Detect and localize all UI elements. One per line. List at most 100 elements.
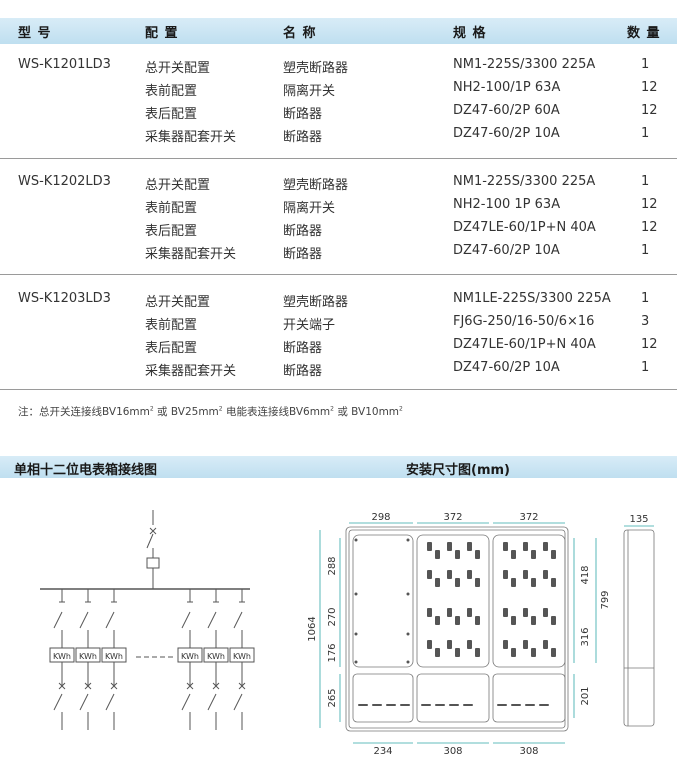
spec-cell: NH2-100/1P 63A [453, 80, 561, 95]
kwh-meter-label: KWh [181, 652, 199, 661]
kwh-meter-label: KWh [233, 652, 251, 661]
table-row: 采集器配套开关 断路器 DZ47-60/2P 10A 1 [0, 126, 677, 149]
model-cell: WS-K1203LD3 [18, 291, 111, 306]
dim-left-176: 176 [327, 643, 338, 662]
mounting-slot [455, 550, 460, 559]
table-row: WS-K1201LD3 总开关配置 塑壳断路器 NM1-225S/3300 22… [0, 57, 677, 80]
mounting-slot [400, 704, 410, 706]
model-cell: WS-K1201LD3 [18, 57, 111, 72]
kwh-meter-label: KWh [207, 652, 225, 661]
mounting-slot [435, 550, 440, 559]
spec-cell: DZ47LE-60/1P+N 40A [453, 337, 596, 352]
header-model: 型 号 [18, 26, 52, 41]
dims-title: 安装尺寸图(mm) [406, 463, 510, 478]
qty-cell: 12 [641, 80, 658, 95]
mounting-slot [467, 640, 472, 649]
mounting-slot [421, 704, 431, 706]
mounting-slot [447, 570, 452, 579]
qty-cell: 1 [641, 174, 650, 189]
dim-top-372b: 372 [519, 512, 538, 523]
mounting-slot [503, 542, 508, 551]
mounting-slot [523, 570, 528, 579]
mounting-slot [503, 570, 508, 579]
config-cell: 总开关配置 [145, 61, 211, 76]
spec-cell: NM1LE-225S/3300 225A [453, 291, 611, 306]
config-cell: 表前配置 [145, 318, 198, 333]
spec-cell: DZ47-60/2P 10A [453, 243, 560, 258]
screw-dot [406, 660, 410, 664]
dim-left-288: 288 [327, 556, 338, 575]
name-cell: 塑壳断路器 [283, 295, 349, 310]
mounting-slot [539, 704, 549, 706]
dim-left-265: 265 [327, 688, 338, 707]
mounting-slot [511, 550, 516, 559]
mounting-slot [435, 578, 440, 587]
name-cell: 塑壳断路器 [283, 178, 349, 193]
name-cell: 断路器 [283, 107, 323, 122]
dim-right-316: 316 [580, 627, 591, 646]
kwh-meter-label: KWh [79, 652, 97, 661]
dim-right-799: 799 [600, 590, 611, 609]
note-prefix: 注：总开关连接线BV16mm [18, 406, 150, 418]
name-cell: 断路器 [283, 247, 323, 262]
mounting-slot [427, 608, 432, 617]
qty-cell: 12 [641, 103, 658, 118]
mounting-slot [551, 616, 556, 625]
screw-dot [406, 592, 410, 596]
mounting-slot [435, 648, 440, 657]
name-cell: 断路器 [283, 130, 323, 145]
note-mid: 电能表连接线BV6mm [222, 406, 331, 418]
config-cell: 表后配置 [145, 224, 198, 239]
header-qty: 数 量 [627, 26, 661, 41]
mounting-slot [358, 704, 368, 706]
table-note: 注：总开关连接线BV16mm2 或 BV25mm2 电能表连接线BV6mm2 或… [18, 404, 403, 419]
mounting-slot [447, 608, 452, 617]
mounting-slot [543, 542, 548, 551]
mounting-slot [455, 648, 460, 657]
mounting-slot [503, 608, 508, 617]
config-cell: 表前配置 [145, 84, 198, 99]
mounting-slot [447, 542, 452, 551]
superscript: 2 [330, 405, 334, 413]
table-row: 表前配置 隔离开关 NH2-100 1P 63A 12 [0, 197, 677, 220]
dimensions-diagram: 298 372 372 135 234 308 308 1064 288 270… [307, 512, 655, 757]
mounting-slot [503, 640, 508, 649]
mounting-slot [551, 648, 556, 657]
mounting-slot [475, 578, 480, 587]
dim-left-270: 270 [327, 607, 338, 626]
mounting-slot [475, 648, 480, 657]
superscript: 2 [149, 405, 154, 413]
screw-dot [406, 538, 410, 542]
mounting-slot [463, 704, 473, 706]
section-bar: 单相十二位电表箱接线图 安装尺寸图(mm) [0, 456, 677, 478]
mounting-slot [523, 640, 528, 649]
mounting-slot [531, 616, 536, 625]
mounting-slot [497, 704, 507, 706]
header-config: 配 置 [145, 26, 179, 41]
mounting-slot [467, 542, 472, 551]
mounting-slot [435, 704, 445, 706]
mounting-slot [531, 550, 536, 559]
screw-dot [354, 592, 358, 596]
mounting-slot [543, 570, 548, 579]
config-cell: 采集器配套开关 [145, 130, 237, 145]
name-cell: 开关端子 [283, 318, 336, 333]
config-cell: 总开关配置 [145, 178, 211, 193]
mounting-slot [447, 640, 452, 649]
spec-cell: NM1-225S/3300 225A [453, 57, 596, 72]
group-divider [0, 389, 677, 390]
kwh-meter-label: KWh [53, 652, 71, 661]
spec-cell: DZ47-60/2P 10A [453, 360, 560, 375]
config-cell: 总开关配置 [145, 295, 211, 310]
spec-cell: NH2-100 1P 63A [453, 197, 561, 212]
qty-cell: 1 [641, 360, 650, 375]
mounting-slot [467, 608, 472, 617]
mounting-slot [372, 704, 382, 706]
table-row: 采集器配套开关 断路器 DZ47-60/2P 10A 1 [0, 243, 677, 266]
mounting-slot [511, 648, 516, 657]
screw-dot [406, 632, 410, 636]
group-divider [0, 274, 677, 275]
table-header: 型 号 配 置 名 称 规 格 数 量 [0, 18, 677, 44]
dim-top-135: 135 [629, 514, 648, 525]
name-cell: 断路器 [283, 364, 323, 379]
